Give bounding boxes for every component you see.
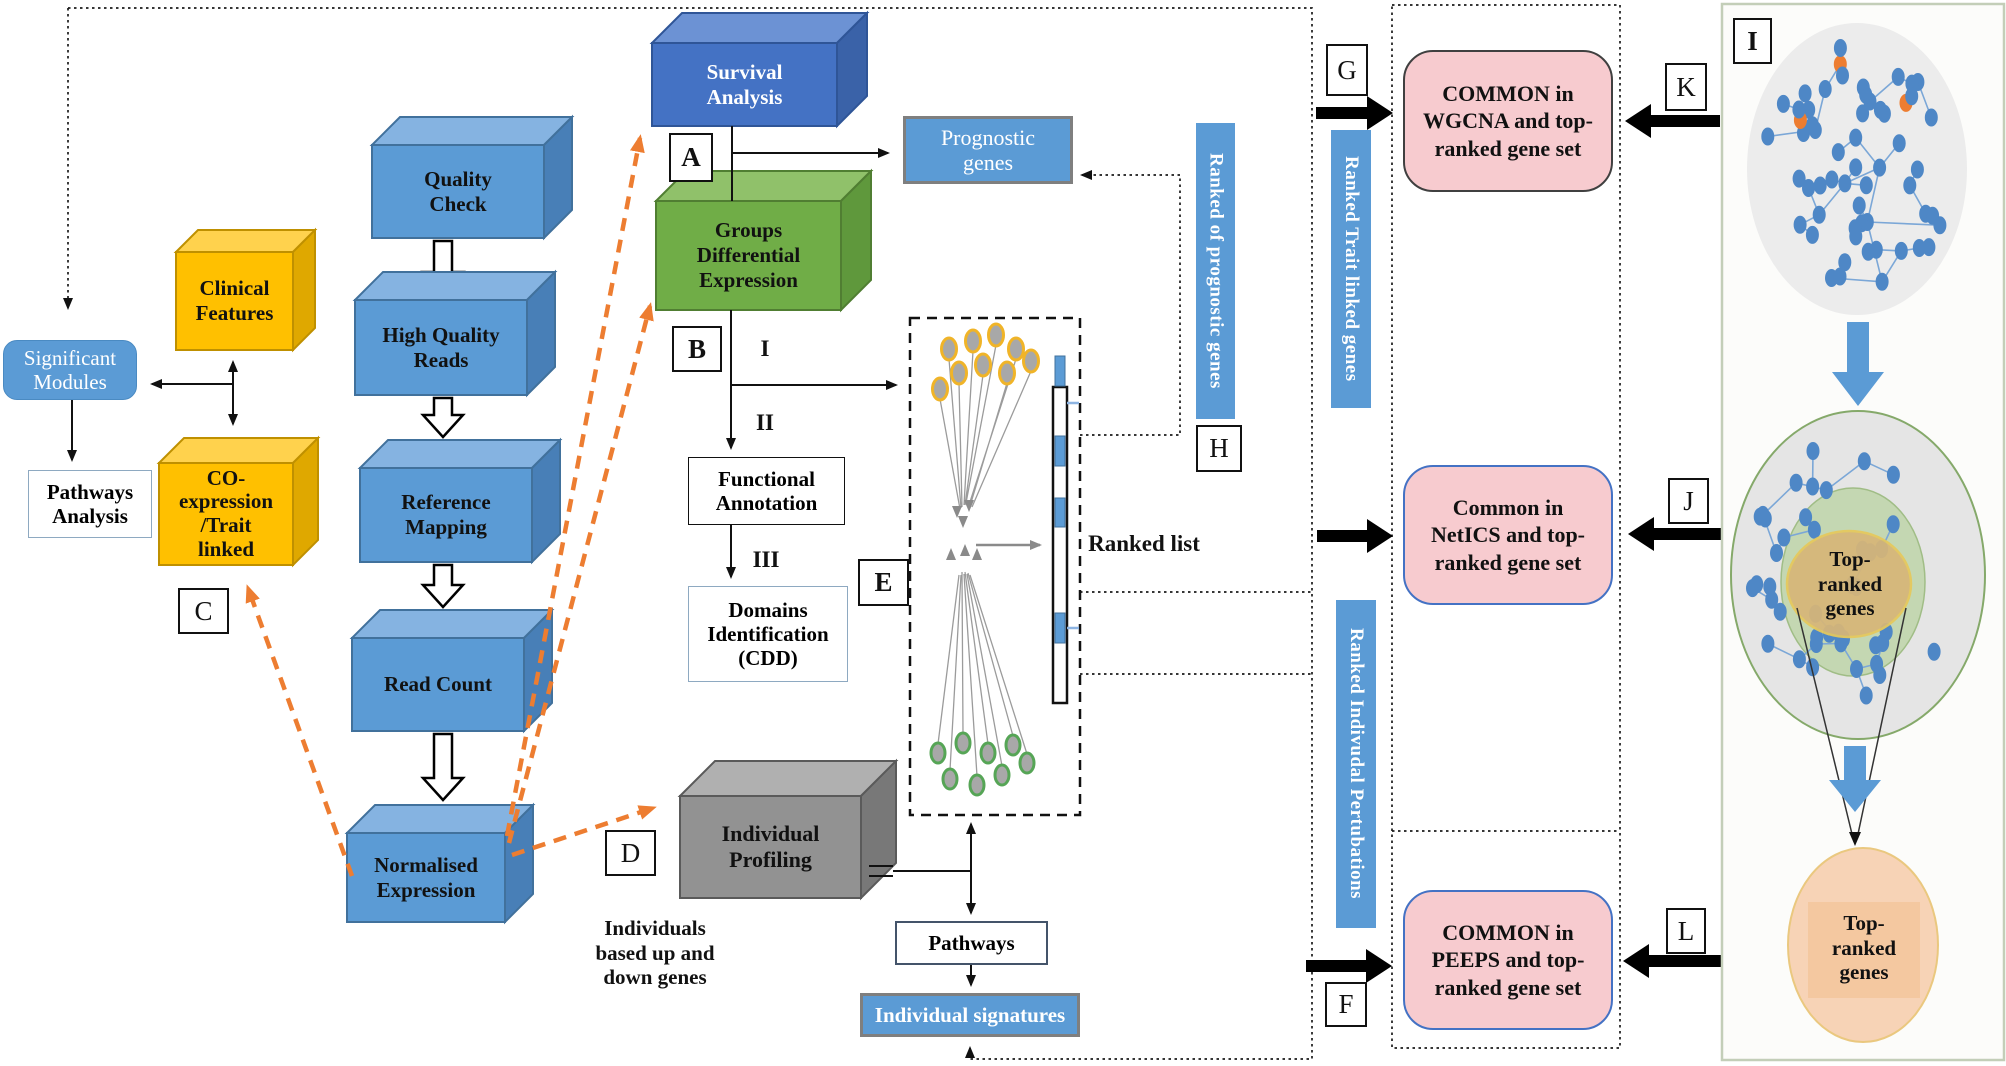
clinical-features-box [173, 227, 318, 353]
label-k: K [1665, 63, 1707, 111]
pathways-analysis-box: Pathways Analysis [28, 470, 152, 538]
individual-profiling-box [677, 758, 899, 901]
common-peeps-box: COMMON in PEEPS and top-ranked gene set [1403, 890, 1613, 1030]
label-a: A [669, 133, 713, 182]
read-count-box [349, 607, 555, 734]
label-i: I [1733, 18, 1772, 64]
coexpression-trait-box [156, 435, 321, 568]
common-netics-box: Common in NetICS and top-ranked gene set [1403, 465, 1613, 605]
functional-annotation-box: Functional Annotation [688, 457, 845, 525]
thick-arrows [1306, 96, 1722, 983]
read-count-label: Read Count [384, 672, 492, 697]
individual-profiling-label: Individual Profiling [721, 821, 820, 872]
survival-analysis-label: Survival Analysis [706, 59, 783, 109]
label-f: F [1325, 982, 1367, 1027]
gene-network-full [1761, 39, 1947, 291]
significant-modules-box: Significant Modules [3, 340, 137, 400]
label-h: H [1196, 425, 1242, 472]
survival-analysis-box [649, 10, 870, 129]
top-ranked-genes-mid-label: Top- ranked genes [1817, 546, 1883, 621]
label-l: L [1666, 908, 1706, 954]
ranked-individual-perturbations-bar: Ranked Indivudal Pertubations [1336, 600, 1376, 928]
prognostic-genes-box: Prognostic genes [903, 116, 1073, 184]
domains-identification-box: Domains Identification (CDD) [688, 586, 848, 682]
reference-mapping-box [357, 437, 563, 565]
individual-signatures-box: Individual signatures [860, 993, 1080, 1037]
label-e: E [858, 559, 909, 606]
reference-mapping-label: Reference Mapping [401, 490, 491, 539]
normalised-expression-box [344, 802, 536, 925]
bipartite-network [929, 322, 1042, 797]
bipartite-network-box [908, 316, 1082, 817]
label-d: D [605, 830, 656, 876]
network-panel [1720, 2, 2006, 1062]
label-j: J [1668, 478, 1709, 524]
step-ii-label: II [756, 410, 774, 436]
ranked-prognostic-genes-bar: Ranked of prognostic genes [1196, 123, 1235, 419]
groups-differential-expression-label: Groups Differential Expression [696, 218, 801, 292]
clinical-features-label: Clinical Features [195, 276, 274, 325]
orange-dashed-arrows [245, 134, 657, 877]
common-wgcna-box: COMMON in WGCNA and top-ranked gene set [1403, 50, 1613, 192]
label-c: C [178, 588, 229, 634]
ranked-list-label: Ranked list [1088, 531, 1200, 557]
pathways-box: Pathways [895, 921, 1048, 965]
individuals-caption: Individuals based up and down genes [595, 915, 715, 990]
solid-connectors [67, 126, 976, 987]
quality-check-label: Quality Check [424, 166, 492, 216]
ranked-trait-linked-genes-bar: Ranked Trait linked genes [1331, 130, 1371, 408]
high-quality-reads-box [352, 269, 558, 398]
step-i-label: I [760, 336, 770, 362]
dotted-frame [63, 4, 1621, 1060]
quality-check-box [369, 114, 575, 241]
normalised-expression-label: Normalised Expression [374, 852, 478, 902]
label-b: B [672, 326, 722, 372]
label-g: G [1326, 44, 1368, 96]
high-quality-reads-label: High Quality Reads [382, 322, 500, 372]
step-iii-label: III [752, 547, 780, 573]
coexpression-trait-label: CO- expression /Trait linked [178, 465, 274, 561]
ranked-list-bar [1051, 355, 1079, 705]
groups-differential-expression-box [653, 168, 874, 313]
top-ranked-genes-bottom-label: Top- ranked genes [1831, 910, 1897, 985]
